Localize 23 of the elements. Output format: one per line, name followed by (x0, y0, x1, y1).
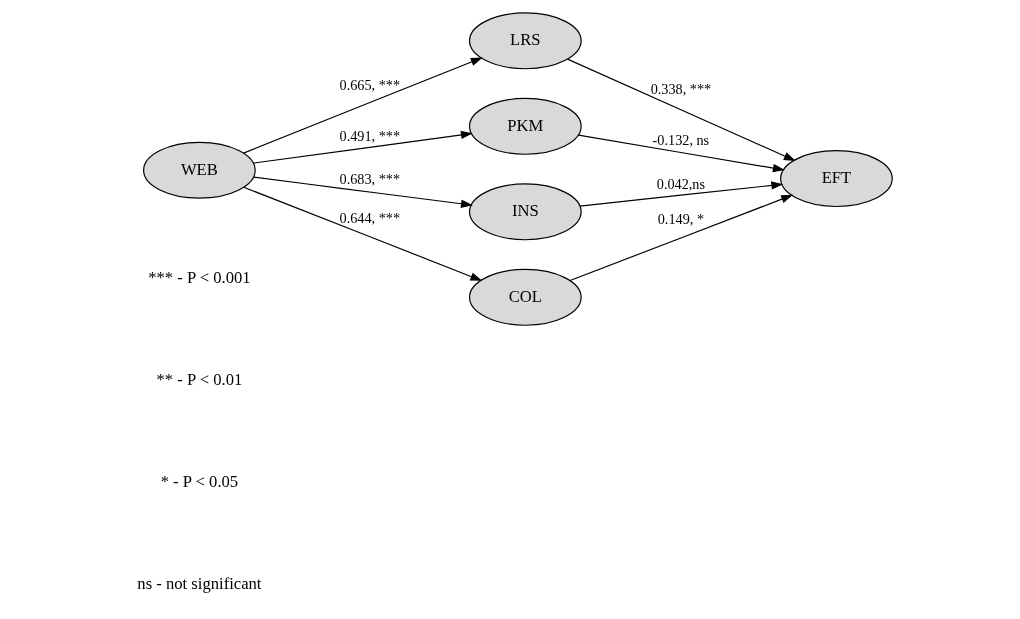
edge-label: 0.042,ns (656, 175, 705, 192)
arrow (252, 130, 473, 164)
label: *** - P < 0.001 (147, 267, 251, 287)
label: ns - not significant (136, 574, 261, 594)
arrow (242, 57, 483, 154)
arrow (577, 134, 785, 173)
edge-label: -0.132, ns (652, 131, 709, 148)
edge-label: 0.644, *** (339, 210, 400, 227)
edge-label: 0.491, *** (339, 128, 400, 145)
arrow (566, 58, 796, 161)
edge-label: 0.683, *** (339, 171, 400, 188)
node-ellipse: INS (468, 183, 582, 241)
edge-label: 0.665, *** (339, 77, 400, 94)
node-ellipse: PKM (468, 97, 582, 155)
arrow (242, 186, 482, 281)
edge-label: 0.338, *** (650, 80, 711, 97)
node-ellipse: WEB (142, 141, 256, 199)
arrow (569, 194, 793, 282)
arrow (578, 181, 783, 207)
edge-label: 0.149, * (657, 211, 704, 228)
label: * - P < 0.05 (160, 471, 238, 491)
label: ** - P < 0.01 (155, 369, 242, 389)
arrow (252, 176, 473, 208)
